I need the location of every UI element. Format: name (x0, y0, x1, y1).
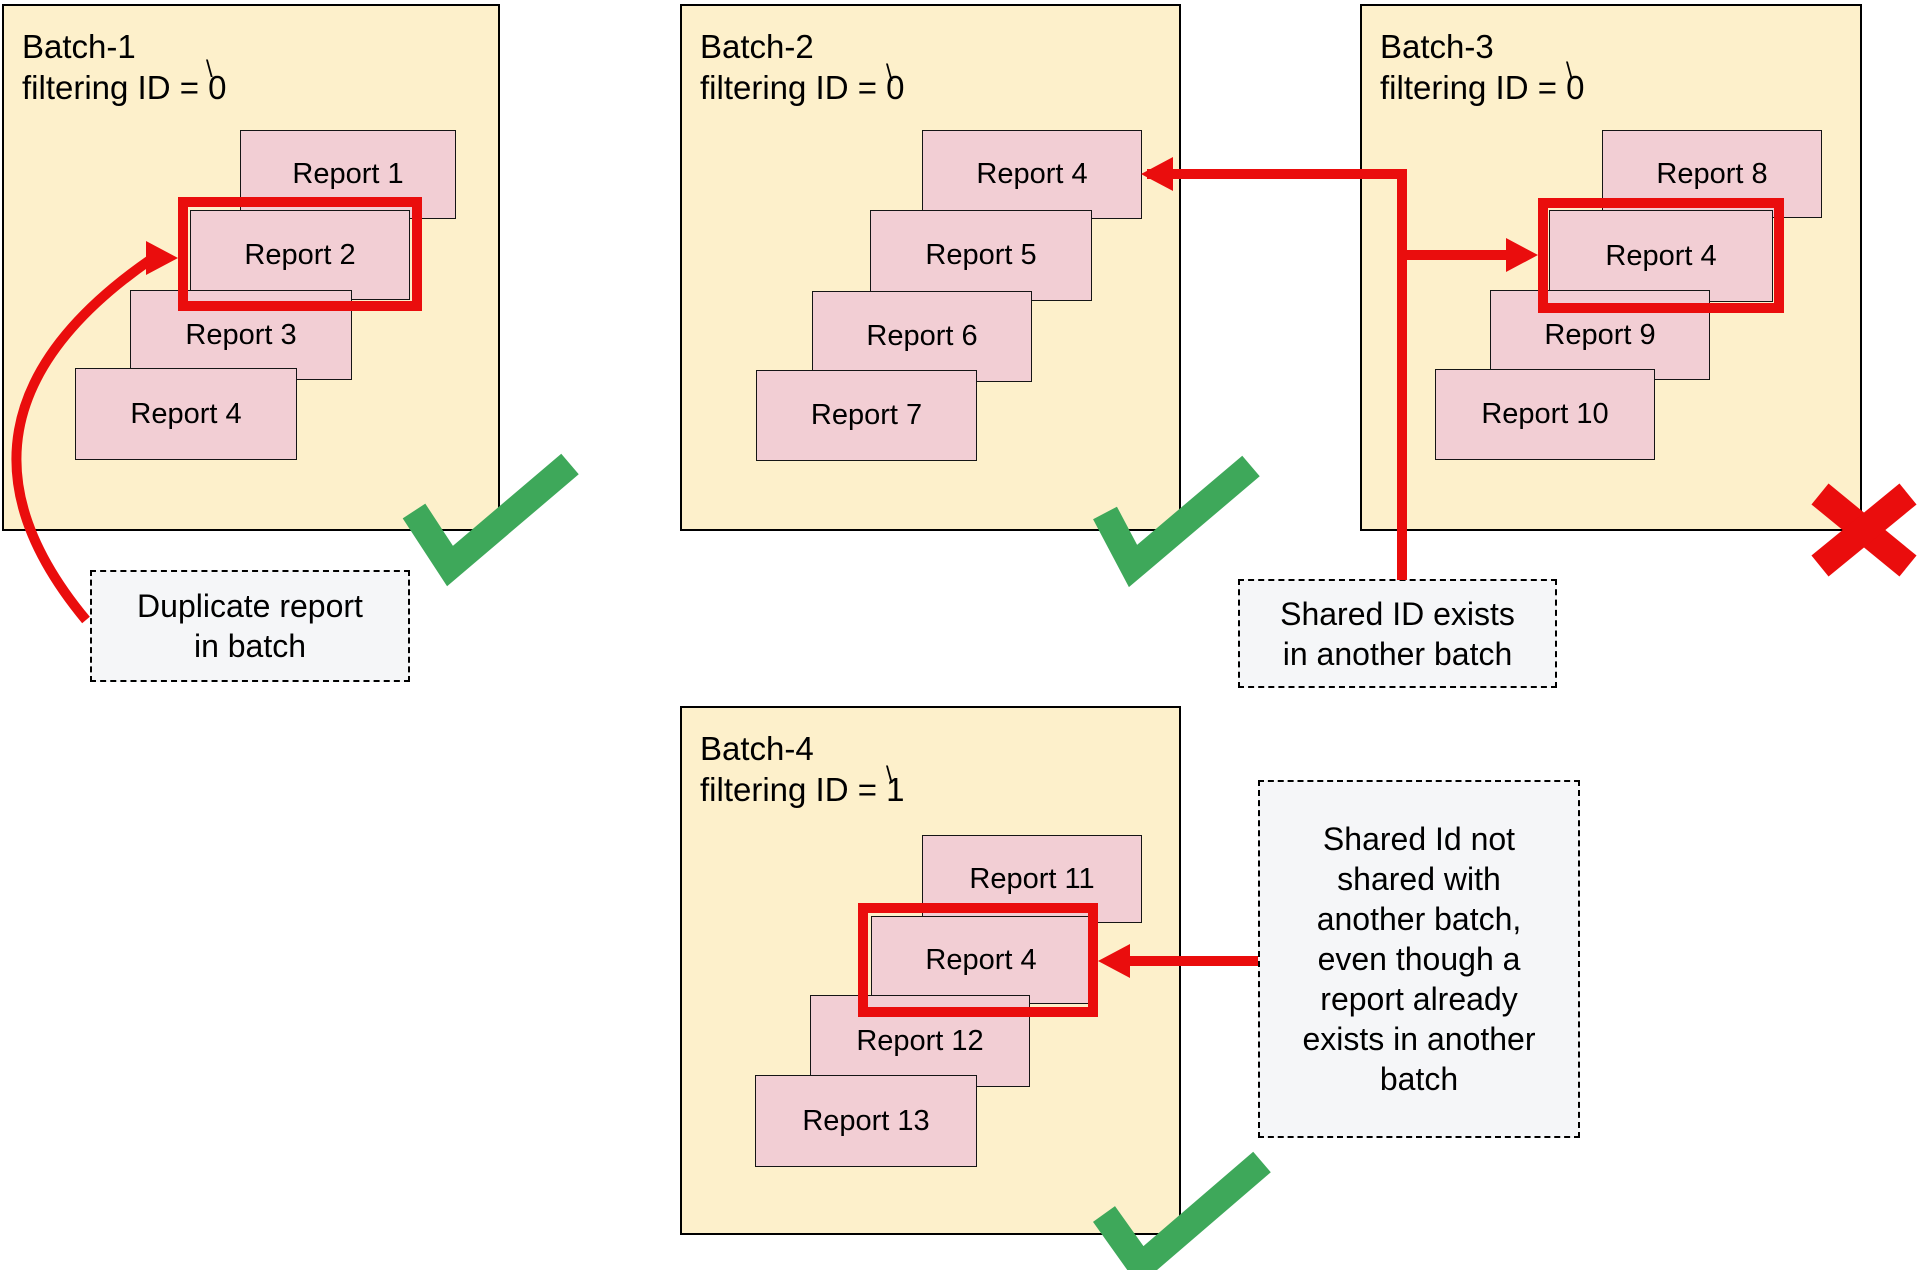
batch-2-name: Batch-2 (700, 28, 814, 65)
note-line: Duplicate report (137, 588, 363, 624)
batch-1-name: Batch-1 (22, 28, 136, 65)
report-card: Report 5 (870, 210, 1092, 301)
report-card: Report 7 (756, 370, 977, 461)
batch-2-title: Batch-2 filtering ID = 0 (700, 26, 905, 108)
report-card: Report 4 (75, 368, 297, 460)
report-card: Report 13 (755, 1075, 977, 1167)
duplicate-highlight-frame (178, 197, 422, 311)
not-shared-highlight-frame (858, 903, 1098, 1017)
batch-3-name: Batch-3 (1380, 28, 1494, 65)
stray-tick-mark: \ (1566, 58, 1573, 85)
batch-4-filter: filtering ID = 1 (700, 771, 905, 808)
note-shared-id-not-shared: Shared Id not shared with another batch,… (1258, 780, 1580, 1138)
report-label: Report 10 (1481, 398, 1609, 430)
note-line: in batch (193, 628, 307, 664)
report-label: Report 1 (292, 158, 404, 190)
report-card: Report 4 (922, 130, 1142, 219)
note-line: exists in another (1302, 1021, 1536, 1057)
report-label: Report 8 (1656, 157, 1768, 190)
report-label: Report 3 (185, 318, 297, 351)
report-card: Report 10 (1435, 369, 1655, 460)
report-label: Report 7 (810, 399, 923, 431)
note-line: batch (1379, 1061, 1459, 1097)
note-line: in another batch (1282, 635, 1513, 672)
report-card: Report 6 (812, 291, 1032, 382)
report-label: Report 4 (1605, 239, 1717, 272)
report-label: Report 12 (856, 1024, 984, 1057)
batch-1-filter: filtering ID = 0 (22, 69, 227, 106)
report-label: Report 4 (976, 158, 1088, 190)
note-shared-id-exists: Shared ID exists in another batch (1238, 579, 1557, 688)
note-line: Shared Id not (1322, 821, 1516, 857)
report-label: Report 9 (1544, 318, 1656, 351)
note-duplicate-report: Duplicate report in batch (90, 570, 410, 682)
report-label: Report 13 (802, 1104, 930, 1137)
stray-tick-mark: \ (886, 60, 893, 87)
note-line: another batch, (1316, 901, 1522, 937)
batch-2-filter: filtering ID = 0 (700, 69, 905, 106)
batch-4-title: Batch-4 filtering ID = 1 (700, 728, 905, 810)
report-label: Report 6 (866, 320, 978, 352)
batch-3-title: Batch-3 filtering ID = 0 (1380, 26, 1585, 108)
batch-1-title: Batch-1 filtering ID = 0 (22, 26, 227, 108)
report-label: Report 4 (130, 397, 242, 430)
report-label: Report 4 (925, 943, 1037, 976)
note-line: shared with (1337, 861, 1501, 897)
report-label: Report 2 (244, 238, 356, 271)
note-line: report already (1320, 981, 1518, 1017)
report-card-highlighted: Report 2 (190, 210, 410, 300)
report-label: Report 11 (969, 862, 1095, 895)
report-card-highlighted: Report 4 (871, 916, 1091, 1004)
stray-tick-mark: \ (206, 56, 213, 83)
note-line: Shared ID exists (1280, 595, 1515, 632)
stray-tick-mark: \ (886, 762, 893, 789)
batch-4-name: Batch-4 (700, 730, 814, 767)
report-label: Report 5 (925, 239, 1037, 271)
note-line: even though a (1317, 941, 1521, 977)
shared-id-highlight-frame (1538, 198, 1784, 313)
batch-3-filter: filtering ID = 0 (1380, 69, 1585, 106)
